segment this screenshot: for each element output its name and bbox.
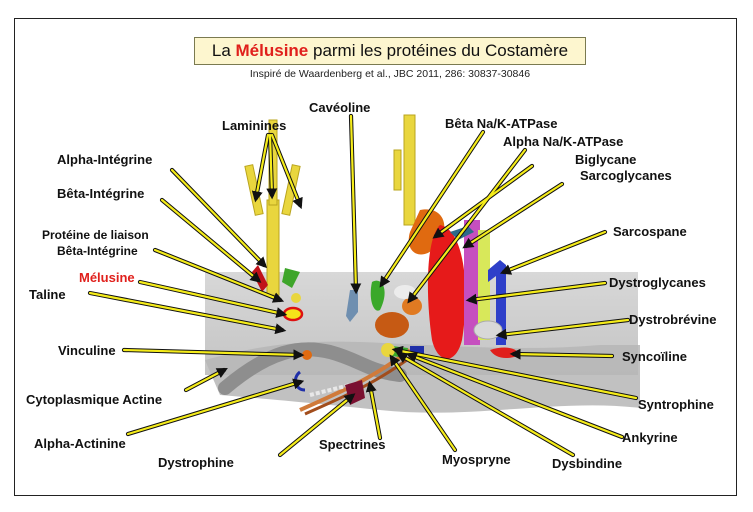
label-dysbindine: Dysbindine — [552, 456, 622, 471]
label-sarcospane: Sarcospane — [613, 224, 687, 239]
label-spectrines: Spectrines — [319, 437, 385, 452]
label-beta-na-k: Bêta Na/K-ATPase — [445, 116, 557, 131]
label-dystroglycanes: Dystroglycanes — [609, 275, 706, 290]
label-proteine-liaison-2: Bêta-Intégrine — [57, 244, 138, 259]
label-laminines: Laminines — [222, 118, 286, 133]
label-alpha-actinine: Alpha-Actinine — [34, 436, 126, 451]
label-cytoplasmique-actine: Cytoplasmique Actine — [26, 392, 162, 407]
label-alpha-na-k: Alpha Na/K-ATPase — [503, 134, 623, 149]
label-sarcoglycanes: Sarcoglycanes — [580, 168, 672, 183]
label-vinculine: Vinculine — [58, 343, 116, 358]
label-melusine: Mélusine — [79, 270, 135, 285]
label-taline: Taline — [29, 287, 66, 302]
label-syntrophine: Syntrophine — [638, 397, 714, 412]
label-alpha-integrine: Alpha-Intégrine — [57, 152, 152, 167]
label-syncoiline: Syncoïline — [622, 349, 687, 364]
label-dystrobrevine: Dystrobrévine — [629, 312, 716, 327]
label-beta-integrine: Bêta-Intégrine — [57, 186, 144, 201]
label-caveoline: Cavéoline — [309, 100, 370, 115]
label-biglycane: Biglycane — [575, 152, 636, 167]
label-dystrophine: Dystrophine — [158, 455, 234, 470]
label-proteine-liaison-1: Protéine de liaison — [42, 228, 149, 243]
label-ankyrine: Ankyrine — [622, 430, 678, 445]
label-myospryne: Myospryne — [442, 452, 511, 467]
